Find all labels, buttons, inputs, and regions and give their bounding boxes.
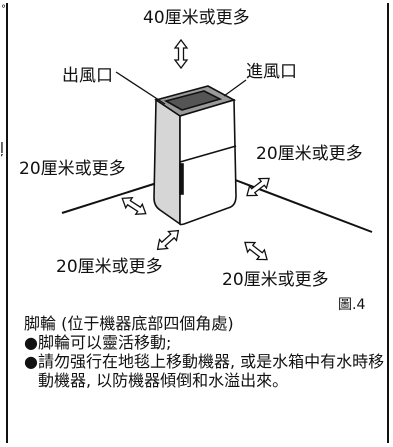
arrow-right — [246, 177, 270, 197]
margin-mark: ļ — [0, 141, 4, 157]
inlet-leader — [223, 79, 247, 97]
unit-top-grille — [163, 90, 223, 111]
floor-line-left — [61, 181, 161, 214]
dehumidifier-unit — [153, 85, 237, 226]
outlet-leader — [115, 71, 166, 105]
air-inlet-label: 進風口 — [246, 62, 297, 82]
page-frame — [6, 3, 389, 443]
bullet-icon: ● — [24, 352, 38, 371]
floor-line-right — [229, 177, 373, 233]
arrow-front-right — [244, 241, 268, 261]
caster-notes: 脚輪 (位于機器底部四個角處) ● 脚輪可以靈活移動; ● 請勿强行在地毯上移動… — [24, 314, 386, 390]
top-clearance-label: 40厘米或更多 — [143, 8, 250, 28]
notes-list: ● 脚輪可以靈活移動; ● 請勿强行在地毯上移動機器, 或是水箱中有水時移動機器… — [24, 333, 386, 390]
corner-dot: ° — [1, 4, 6, 15]
note-text: 請勿强行在地毯上移動機器, 或是水箱中有水時移動機器, 以防機器傾倒和水溢出來。 — [38, 352, 385, 390]
unit-side-face — [153, 98, 181, 226]
clearance-arrows — [121, 38, 270, 261]
unit-front-face — [179, 98, 237, 226]
front-left-clearance-label: 20厘米或更多 — [56, 257, 163, 277]
list-item: ● 脚輪可以靈活移動; — [24, 333, 386, 352]
list-item: ● 請勿强行在地毯上移動機器, 或是水箱中有水時移動機器, 以防機器傾倒和水溢出… — [24, 352, 386, 390]
note-text: 脚輪可以靈活移動; — [38, 333, 172, 352]
bullet-icon: ● — [24, 333, 38, 352]
arrow-front-left — [156, 229, 180, 251]
arrow-left — [121, 196, 147, 216]
tank-handle — [179, 163, 184, 195]
front-right-clearance-label: 20厘米或更多 — [222, 270, 329, 290]
arrow-top — [173, 38, 189, 70]
figure-caption: 圖.4 — [338, 297, 366, 313]
notes-title: 脚輪 (位于機器底部四個角處) — [24, 314, 234, 333]
right-clearance-label: 20厘米或更多 — [256, 144, 363, 164]
leader-lines — [115, 71, 247, 105]
air-outlet-label: 出風口 — [62, 66, 113, 86]
left-clearance-label: 20厘米或更多 — [19, 159, 126, 179]
unit-tank-line — [179, 145, 237, 163]
